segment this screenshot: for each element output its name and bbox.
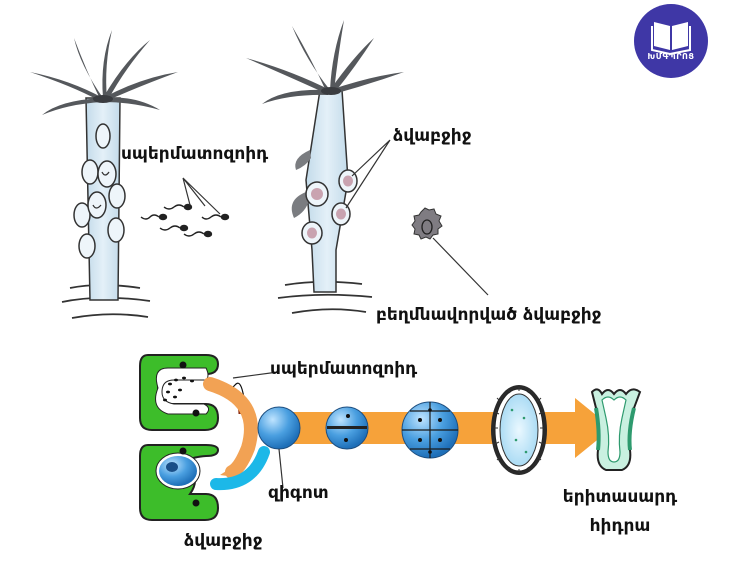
publisher-logo: ԽՄԳՊՐՈՑ [634, 4, 708, 78]
testes-buds [73, 123, 126, 259]
young-hydra-figure [590, 388, 642, 471]
blastula-stage [491, 385, 547, 475]
label-sperm-bottom: սպերմատոզոիդ [270, 359, 418, 379]
gonad-with-sperm [139, 354, 220, 431]
cyan-curve [210, 446, 270, 491]
tentacles-right-hydra [246, 20, 404, 104]
label-young-hydra-line2: հիդրա [589, 516, 651, 536]
zygote [257, 406, 301, 489]
label-young-hydra-line1: երիտասարդ [562, 487, 678, 507]
book-icon [651, 22, 691, 56]
gonad-with-egg [139, 444, 220, 521]
fertilized-egg [411, 207, 489, 296]
male-hydra [30, 30, 178, 319]
fertilization-swoop [203, 377, 258, 479]
label-egg-bottom: ձվաբջիջ [184, 531, 263, 551]
label-egg-top: ձվաբջիջ [393, 126, 472, 146]
label-fertilized-egg: բեղմնավորված ձվաբջիջ [376, 305, 602, 325]
sperm-group-top [140, 177, 230, 238]
multi-cell-stage [401, 401, 459, 459]
tentacles-left-hydra [30, 30, 178, 115]
two-cell-stage [325, 406, 369, 450]
label-sperm-top: սպերմատոզոիդ [121, 144, 269, 164]
female-hydra [246, 20, 404, 314]
label-zygote: զիգոտ [268, 483, 329, 503]
logo-text: ԽՄԳՊՐՈՑ [647, 52, 695, 61]
